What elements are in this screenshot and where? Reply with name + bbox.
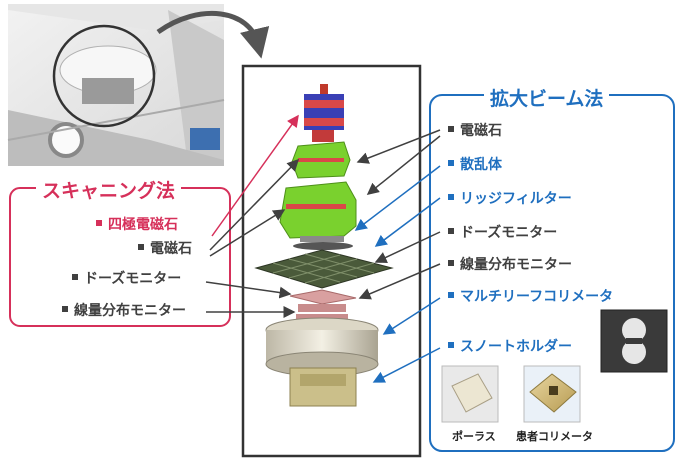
label-quadrupole-magnet: 四極電磁石 — [96, 216, 178, 234]
porous-caption: ポーラス — [452, 428, 496, 444]
patient-collimator-caption: 患者コリメータ — [516, 428, 593, 444]
patient-collimator-photo — [524, 366, 580, 422]
label-scanning-profile-monitor: 線量分布モニター — [62, 302, 186, 320]
label-broad-dose-monitor: ドーズモニター — [448, 224, 557, 242]
label-snout-holder: スノートホルダー — [448, 338, 572, 356]
broad-beam-title: 拡大ビーム法 — [484, 84, 609, 111]
porous-photo — [442, 366, 498, 422]
label-scanning-electromagnet: 電磁石 — [138, 240, 192, 258]
treatment-room-photo — [8, 4, 224, 166]
label-scanning-dose-monitor: ドーズモニター — [72, 270, 181, 288]
label-scatterer: 散乱体 — [448, 156, 502, 174]
label-broad-profile-monitor: 線量分布モニター — [448, 256, 572, 274]
label-multileaf-collimator: マルチリーフコリメータ — [448, 288, 613, 306]
scanning-title: スキャニング法 — [36, 176, 181, 203]
label-ridge-filter: リッジフィルター — [448, 190, 572, 208]
snout-holder-photo — [601, 310, 667, 372]
label-broad-electromagnet: 電磁石 — [448, 122, 502, 140]
